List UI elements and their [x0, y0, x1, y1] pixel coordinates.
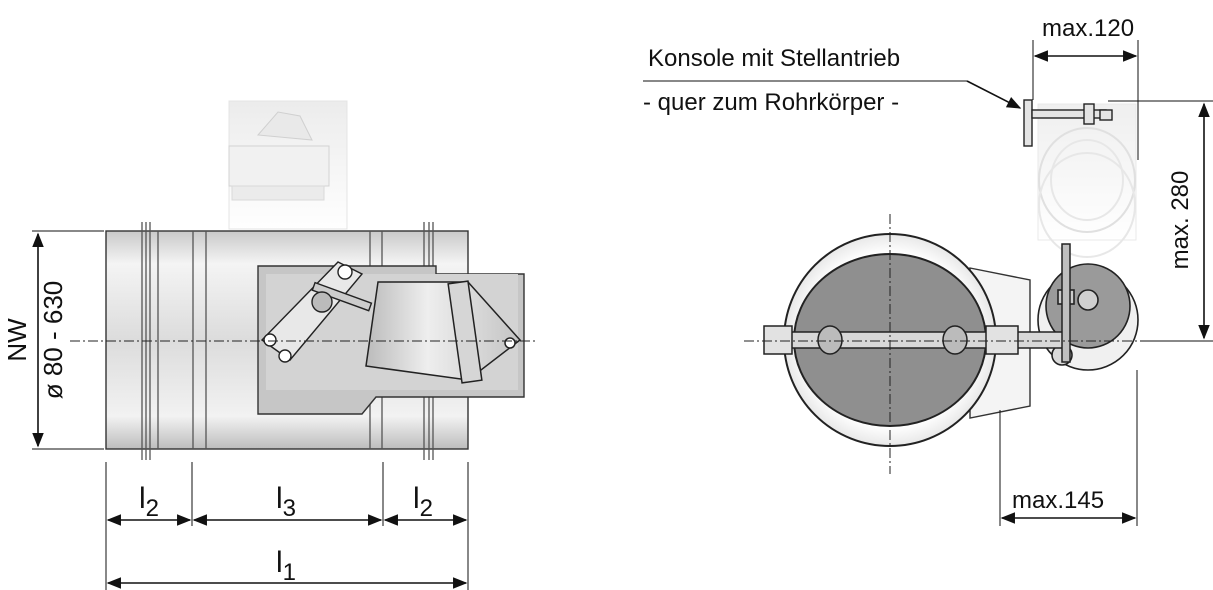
ghost-actuator-top — [228, 100, 348, 230]
max120-dimension: max.120 — [1032, 15, 1139, 160]
max280-dimension: max. 280 — [1108, 100, 1213, 342]
l3-label: l3 — [276, 482, 296, 522]
actuator-motor — [365, 280, 522, 384]
length-dimensions: l2 l3 l2 l1 — [105, 462, 469, 590]
console-top — [1023, 99, 1113, 147]
max280-label: max. 280 — [1167, 171, 1194, 270]
max145-dimension: max.145 — [999, 370, 1138, 526]
ghost-actuator-right — [1037, 103, 1137, 258]
l1-label: l1 — [276, 546, 296, 586]
l2-left-label: l2 — [139, 482, 159, 522]
linkage-lever — [260, 261, 373, 363]
max120-label: max.120 — [1042, 15, 1134, 42]
l2-right-label: l2 — [413, 482, 433, 522]
nw-label: NW — [2, 318, 32, 362]
diameter-range-label: ø 80 - 630 — [38, 281, 68, 400]
console-label-line2: - quer zum Rohrkörper - — [643, 89, 899, 116]
console-label-line1: Konsole mit Stellantrieb — [648, 45, 900, 72]
side-view — [70, 100, 536, 460]
damper-shaft — [763, 243, 1071, 363]
max145-label: max.145 — [1012, 487, 1104, 514]
actuator-front — [1037, 263, 1139, 371]
nw-dimension: NW ø 80 - 630 — [2, 230, 104, 450]
front-view — [744, 99, 1150, 474]
console-callout: Konsole mit Stellantrieb - quer zum Rohr… — [643, 45, 1022, 116]
